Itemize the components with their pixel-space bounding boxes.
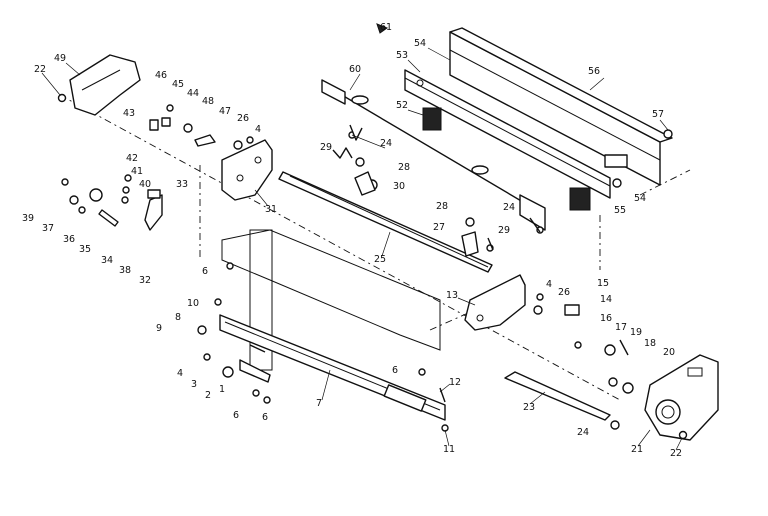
platen-bar-part-25 bbox=[278, 171, 493, 273]
label-part-38: 38 bbox=[119, 265, 131, 276]
label-part-46: 46 bbox=[155, 70, 167, 81]
carriage-shaft-part-60 bbox=[321, 79, 546, 231]
left-end-cover-part-49 bbox=[69, 54, 141, 116]
label-part-20: 20 bbox=[663, 347, 675, 358]
label-part-11: 11 bbox=[443, 444, 455, 455]
label-part-28: 28 bbox=[398, 162, 410, 173]
label-part-12: 12 bbox=[449, 377, 461, 388]
label-part-21: 21 bbox=[631, 444, 643, 455]
label-part-36: 36 bbox=[63, 234, 75, 245]
label-part-16: 16 bbox=[600, 313, 612, 324]
label-part-54: 54 bbox=[414, 38, 426, 49]
small-hardware bbox=[57, 23, 688, 440]
label-part-24: 24 bbox=[380, 138, 392, 149]
label-part-41: 41 bbox=[131, 166, 143, 177]
label-part-45: 45 bbox=[172, 79, 184, 90]
label-part-15: 15 bbox=[597, 278, 609, 289]
label-part-6: 6 bbox=[392, 365, 398, 376]
label-part-40: 40 bbox=[139, 179, 151, 190]
label-part-61: 61 bbox=[380, 22, 392, 33]
label-part-31: 31 bbox=[265, 204, 277, 215]
label-part-4: 4 bbox=[177, 368, 183, 379]
label-part-1: 1 bbox=[219, 384, 225, 395]
label-part-6: 6 bbox=[262, 412, 268, 423]
label-part-47: 47 bbox=[219, 106, 231, 117]
label-part-35: 35 bbox=[79, 244, 91, 255]
label-part-48: 48 bbox=[202, 96, 214, 107]
label-part-4: 4 bbox=[546, 279, 552, 290]
label-part-18: 18 bbox=[644, 338, 656, 349]
label-part-28: 28 bbox=[436, 201, 448, 212]
label-part-32: 32 bbox=[139, 275, 151, 286]
label-part-53: 53 bbox=[396, 50, 408, 61]
label-part-29: 29 bbox=[498, 225, 510, 236]
label-part-9: 9 bbox=[156, 323, 162, 334]
callout-labels: 1 2 3 4 4 4 6 6 6 6 7 8 9 10 11 12 13 14… bbox=[22, 22, 682, 459]
label-part-7: 7 bbox=[316, 398, 322, 409]
label-part-22: 22 bbox=[34, 64, 46, 75]
filter-pad-part-52 bbox=[422, 107, 591, 211]
frame-plate bbox=[221, 229, 441, 371]
label-part-37: 37 bbox=[42, 223, 54, 234]
label-part-42: 42 bbox=[126, 153, 138, 164]
rear-rail-part-53 bbox=[404, 69, 628, 199]
label-part-23: 23 bbox=[523, 402, 535, 413]
leader-lines bbox=[41, 47, 683, 451]
label-part-25: 25 bbox=[374, 254, 386, 265]
label-part-39: 39 bbox=[22, 213, 34, 224]
label-part-30: 30 bbox=[393, 181, 405, 192]
label-part-2: 2 bbox=[205, 390, 211, 401]
label-part-24: 24 bbox=[577, 427, 589, 438]
label-part-34: 34 bbox=[101, 255, 113, 266]
label-part-13: 13 bbox=[446, 290, 458, 301]
label-part-60: 60 bbox=[349, 64, 361, 75]
label-part-14: 14 bbox=[600, 294, 612, 305]
label-part-55: 55 bbox=[614, 205, 626, 216]
label-part-52: 52 bbox=[396, 100, 408, 111]
label-part-44: 44 bbox=[187, 88, 199, 99]
lever-rod-part-23 bbox=[504, 371, 611, 421]
top-cover-part-56 bbox=[449, 27, 673, 186]
label-part-17: 17 bbox=[615, 322, 627, 333]
label-part-19: 19 bbox=[630, 327, 642, 338]
alignment-lines bbox=[59, 94, 691, 401]
label-part-6: 6 bbox=[233, 410, 239, 421]
label-part-57: 57 bbox=[652, 109, 664, 120]
label-part-24: 24 bbox=[503, 202, 515, 213]
label-part-49: 49 bbox=[54, 53, 66, 64]
label-part-3: 3 bbox=[191, 379, 197, 390]
left-bracket-part-31 bbox=[221, 139, 273, 201]
label-part-22: 22 bbox=[670, 448, 682, 459]
label-part-26: 26 bbox=[237, 113, 249, 124]
label-part-33: 33 bbox=[176, 179, 188, 190]
label-part-54: 54 bbox=[634, 193, 646, 204]
label-part-4: 4 bbox=[255, 124, 261, 135]
right-bracket-part-13 bbox=[464, 274, 526, 331]
label-part-8: 8 bbox=[175, 312, 181, 323]
right-end-cover-part-21 bbox=[644, 354, 719, 441]
label-part-43: 43 bbox=[123, 108, 135, 119]
label-part-26: 26 bbox=[558, 287, 570, 298]
label-part-6: 6 bbox=[202, 266, 208, 277]
label-part-56: 56 bbox=[588, 66, 600, 77]
lower-rail-part-7 bbox=[219, 314, 446, 421]
label-part-29: 29 bbox=[320, 142, 332, 153]
label-part-10: 10 bbox=[187, 298, 199, 309]
label-part-27: 27 bbox=[433, 222, 445, 233]
